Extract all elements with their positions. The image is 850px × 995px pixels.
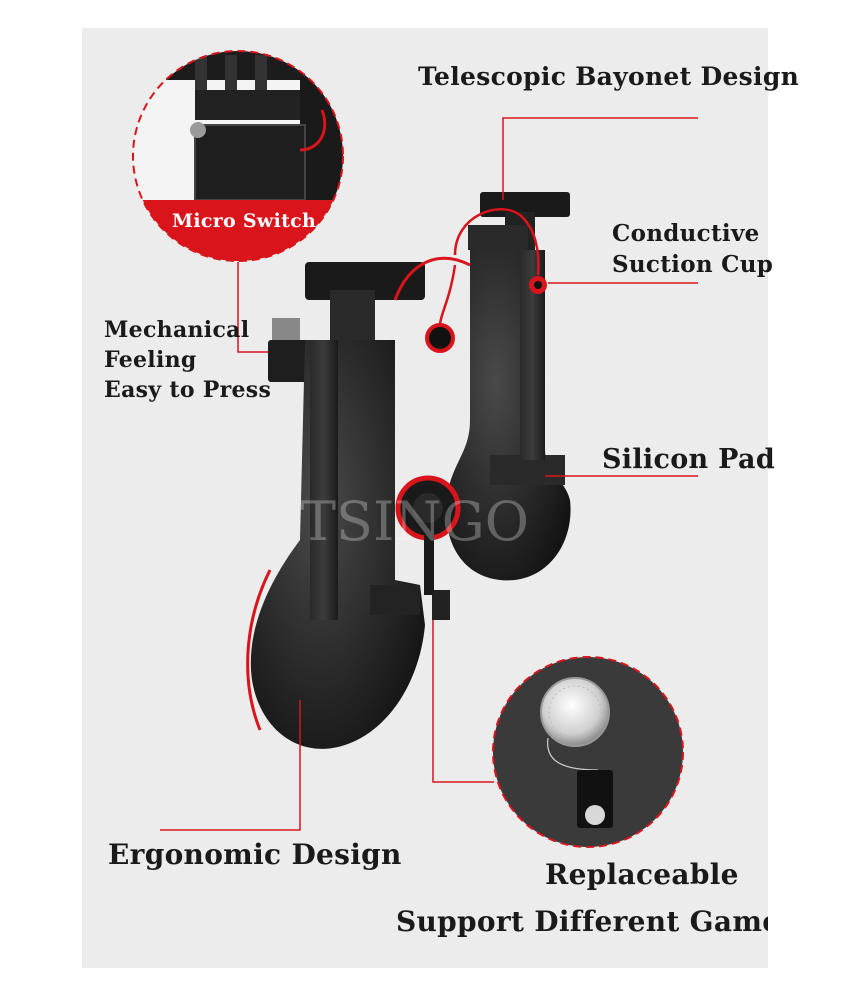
micro-switch-detail-circle xyxy=(132,50,344,262)
watermark-text: TSINGO xyxy=(300,490,529,553)
replaceable-pad-detail-circle xyxy=(492,656,684,848)
conductive-label-line2: Suction Cup xyxy=(612,251,774,278)
support-games-label: Support Different Games xyxy=(396,905,768,938)
ergonomic-design-label: Ergonomic Design xyxy=(108,838,402,871)
left-controller xyxy=(250,208,540,749)
silicon-pad-label: Silicon Pad xyxy=(602,444,775,475)
mechanical-label-line1: Mechanical xyxy=(104,317,250,343)
conductive-label-line1: Conductive xyxy=(612,220,760,247)
mechanical-label-line3: Easy to Press xyxy=(104,377,272,403)
replaceable-label: Replaceable xyxy=(545,858,739,891)
mechanical-label-line2: Feeling xyxy=(104,347,197,373)
callout-lines xyxy=(160,117,698,831)
micro-switch-label: Micro Switch xyxy=(172,210,317,232)
telescopic-bayonet-label: Telescopic Bayonet Design xyxy=(418,62,800,91)
right-controller xyxy=(445,192,571,581)
